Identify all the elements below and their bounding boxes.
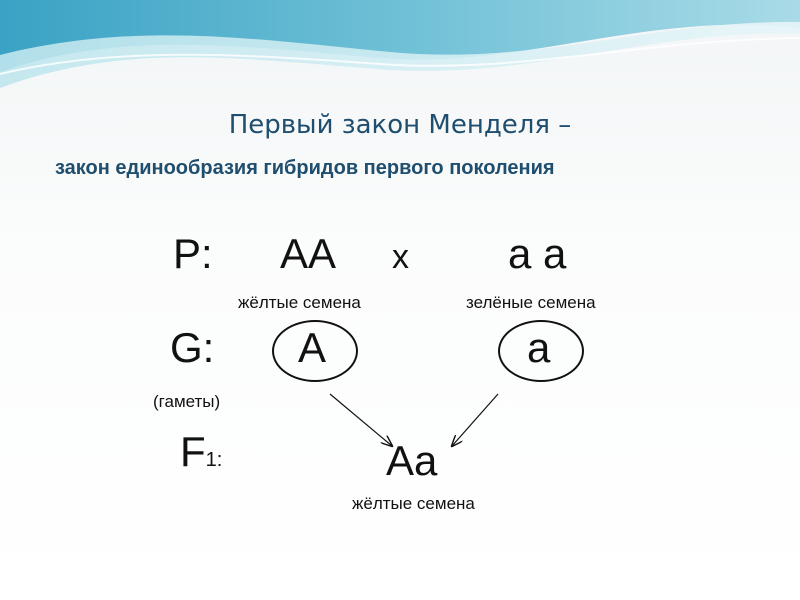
offspring-label-subscript: 1:	[205, 449, 223, 471]
arrow-left-to-offspring	[329, 393, 392, 446]
gamete-left-ellipse	[272, 320, 358, 382]
parent-left-phenotype: жёлтые семена	[238, 293, 361, 312]
gamete-left: A	[298, 324, 327, 371]
cross-sign: x	[392, 238, 409, 276]
arrow-right-to-offspring	[452, 393, 499, 446]
gametes-label: G:	[170, 324, 215, 371]
gamete-right-ellipse	[498, 320, 584, 382]
gamete-right: a	[527, 324, 551, 371]
offspring-genotype: Aa	[386, 437, 438, 484]
offspring-label: F1:	[180, 428, 222, 476]
slide-subtitle: закон единообразия гибридов первого поко…	[55, 157, 555, 179]
decorative-wave-banner	[0, 0, 800, 88]
parent-left-genotype: AA	[280, 230, 337, 277]
offspring-label-letter: F	[180, 428, 206, 475]
offspring-phenotype: жёлтые семена	[352, 494, 475, 513]
parent-right-genotype: a a	[508, 230, 567, 277]
parents-label: P:	[173, 230, 213, 277]
parent-right-phenotype: зелёные семена	[466, 293, 596, 312]
slide-title: Первый закон Менделя –	[228, 110, 572, 140]
gametes-note: (гаметы)	[153, 392, 221, 411]
